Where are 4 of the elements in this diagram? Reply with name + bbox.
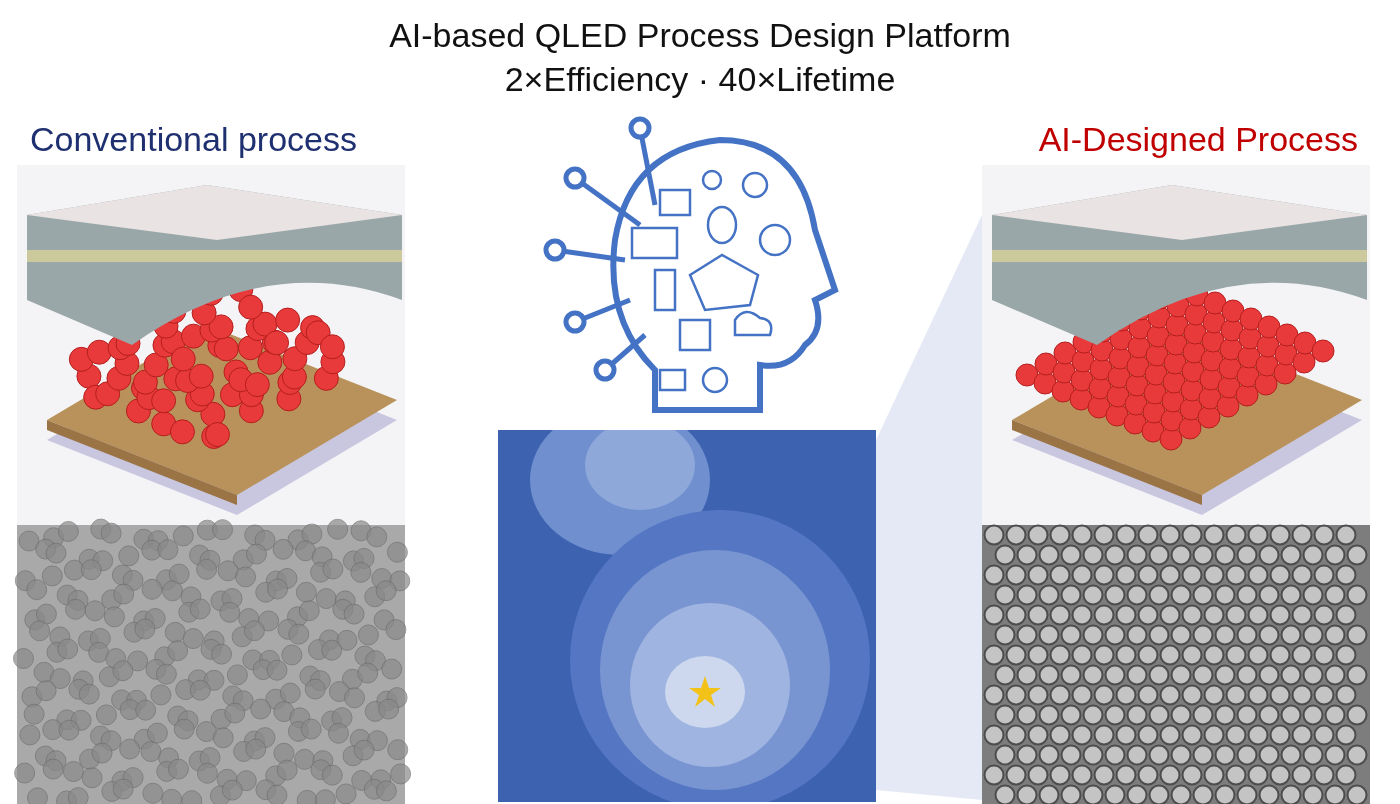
subtitle: 2×Efficiency · 40×Lifetime [503,60,897,99]
panel-heading: Conventional process [30,120,357,159]
title: AI-based QLED Process Design Platform [388,16,1012,55]
panel-heading: AI-Designed Process [1038,120,1358,159]
